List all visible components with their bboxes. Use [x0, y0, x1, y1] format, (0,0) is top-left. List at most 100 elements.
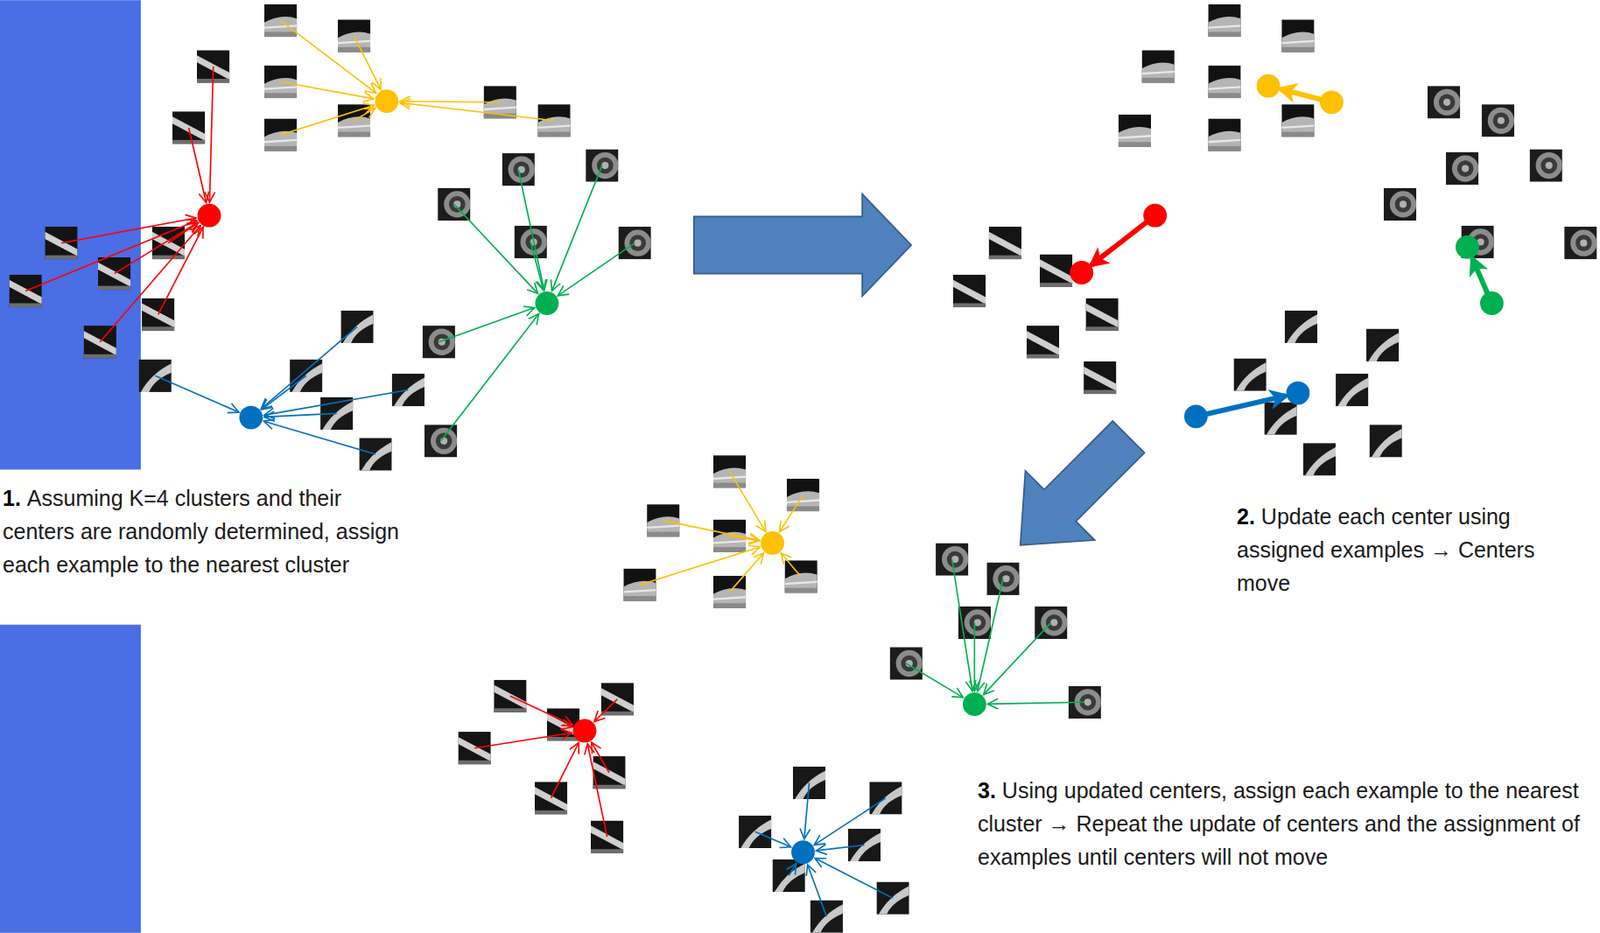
image-patch — [424, 424, 457, 457]
assignment-arrow — [209, 66, 213, 203]
assignment-arrow — [61, 217, 197, 244]
assignment-arrow — [400, 102, 555, 120]
assignment-arrow — [280, 21, 377, 94]
assignment-arrow — [780, 553, 801, 577]
step-number: 1. — [2, 485, 22, 511]
assignment-arrow — [663, 520, 760, 541]
image-patch — [172, 111, 205, 144]
assignment-arrow — [729, 553, 765, 593]
assignment-arrow — [354, 107, 376, 120]
image-patch — [989, 226, 1022, 260]
image-patch — [623, 568, 656, 602]
assignment-arrow — [591, 742, 610, 773]
assignment-arrow — [807, 864, 828, 917]
assignment-arrow — [905, 663, 963, 698]
image-patch — [514, 225, 548, 259]
image-patch — [1207, 118, 1241, 151]
assignment-arrow — [474, 732, 572, 748]
assignment-arrow — [354, 35, 382, 90]
assignment-arrow — [974, 622, 976, 691]
assignment-arrow — [563, 724, 573, 728]
image-patch — [1369, 424, 1403, 457]
image-patch — [1263, 402, 1297, 436]
image-patch — [785, 560, 818, 593]
image-patch — [141, 298, 175, 331]
assignment-arrow — [530, 242, 544, 291]
image-patch — [1207, 4, 1241, 37]
assignment-arrow — [779, 495, 804, 533]
step-text: 1.Assuming K=4 clusters and their center… — [2, 481, 401, 582]
cluster-center — [238, 406, 263, 430]
image-patch — [1083, 361, 1116, 394]
assignment-arrow — [454, 203, 539, 294]
assignment-arrow — [551, 743, 580, 799]
assignment-arrow — [594, 699, 618, 723]
cluster-center — [962, 692, 987, 716]
step-text: 3.Using updated centers, assign each exa… — [977, 773, 1582, 874]
side-band — [0, 0, 141, 470]
side-band — [0, 624, 141, 933]
assignment-arrow — [552, 165, 603, 291]
assignment-arrow — [983, 622, 1052, 695]
image-patch — [772, 859, 806, 892]
assignment-arrow — [189, 127, 207, 203]
step-description: Update each center using assigned exampl… — [1236, 504, 1535, 596]
assignment-arrow — [816, 845, 865, 851]
cluster-center — [1286, 381, 1311, 406]
step-number: 3. — [977, 778, 997, 803]
image-patch — [1142, 49, 1175, 83]
image-patch — [8, 274, 42, 308]
cluster-center — [1256, 74, 1281, 99]
image-patch — [1366, 329, 1399, 362]
image-patch — [1085, 298, 1118, 331]
image-patch — [1445, 152, 1479, 185]
step-arrow — [985, 402, 1164, 581]
cluster-center — [791, 840, 815, 864]
assignment-arrow — [438, 308, 534, 343]
cluster-center — [1455, 235, 1480, 260]
assignment-arrow — [441, 313, 540, 441]
assignment-arrow — [814, 798, 886, 845]
assignment-arrow — [788, 863, 796, 877]
assignment-arrow — [952, 559, 973, 692]
assignment-arrow — [729, 535, 760, 541]
move-arrow — [1091, 215, 1156, 266]
image-patch — [1281, 19, 1314, 52]
image-patch — [1026, 325, 1060, 358]
image-patch — [1303, 442, 1336, 476]
image-patch — [1039, 254, 1073, 288]
cluster-center — [1069, 260, 1094, 285]
image-patch — [534, 781, 568, 815]
assignment-arrow — [804, 782, 810, 839]
image-patch — [340, 310, 373, 344]
image-patch — [1481, 104, 1515, 137]
image-patch — [1335, 373, 1369, 407]
assignment-arrow — [729, 471, 766, 533]
image-patch — [1281, 104, 1314, 137]
cluster-center — [534, 291, 559, 316]
assignment-arrow — [400, 101, 500, 103]
cluster-center — [573, 719, 597, 744]
assignment-arrow — [158, 227, 204, 316]
step-description: Using updated centers, assign each examp… — [977, 778, 1580, 870]
assignment-arrow — [518, 169, 544, 291]
step-description: Assuming K=4 clusters and their centers … — [2, 485, 400, 577]
cluster-center — [760, 531, 785, 555]
image-patch — [1207, 65, 1241, 99]
assignment-arrow — [280, 105, 375, 135]
assignment-arrow — [260, 326, 358, 409]
assignment-arrow — [639, 547, 760, 585]
image-patch — [1427, 85, 1460, 119]
move-arrow — [1195, 395, 1286, 417]
image-patch — [1233, 357, 1266, 391]
cluster-center — [374, 89, 399, 113]
assignment-arrow — [114, 222, 198, 274]
image-patch — [953, 274, 986, 308]
image-patch — [1383, 188, 1417, 221]
assignment-arrow — [25, 220, 197, 292]
assignment-arrow — [510, 695, 573, 725]
assignment-arrow — [557, 243, 635, 296]
assignment-arrow — [264, 390, 409, 416]
image-patch — [1284, 310, 1318, 344]
assignment-arrow — [814, 858, 893, 899]
